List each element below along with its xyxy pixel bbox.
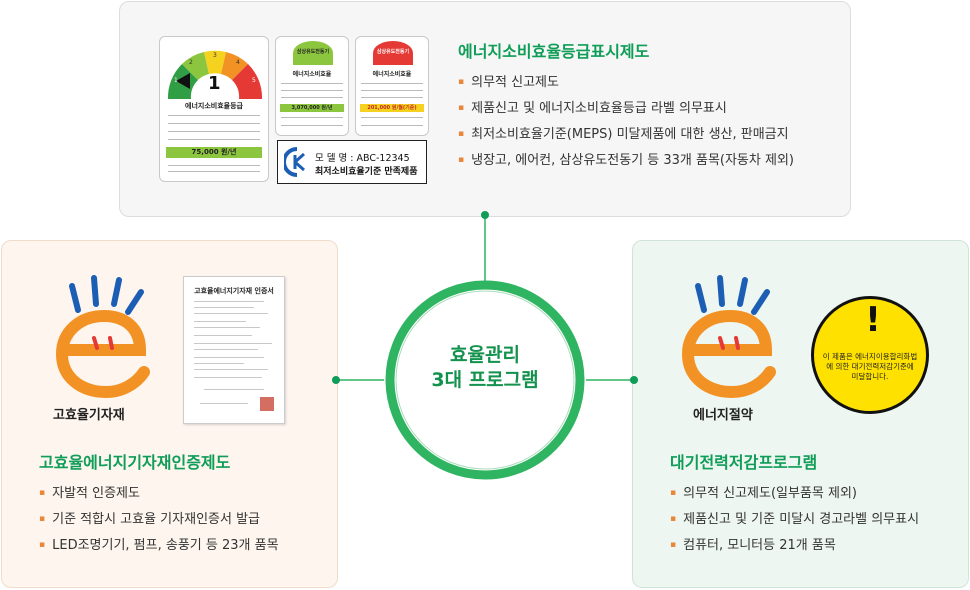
list-item: 컴퓨터, 모니터등 21개 품목 bbox=[670, 533, 919, 559]
connector-dot-left bbox=[332, 376, 340, 384]
energy-label-program-bullets: 의무적 신고제도 제품신고 및 에너지소비효율등급 라벨 의무표시 최저소비효율… bbox=[458, 70, 794, 174]
annual-cost-bar: 75,000 원/년 bbox=[166, 147, 262, 158]
high-efficiency-program-bullets: 자발적 인증제도 기준 적합시 고효율 기자재인증서 발급 LED조명기기, 펌… bbox=[39, 481, 279, 559]
list-item: 자발적 인증제도 bbox=[39, 481, 279, 507]
connector-dot-right bbox=[630, 376, 638, 384]
list-item: 기준 적합시 고효율 기자재인증서 발급 bbox=[39, 507, 279, 533]
high-efficiency-logo-icon bbox=[55, 275, 150, 399]
connector-dot-top bbox=[481, 211, 489, 219]
energy-saving-logo-icon bbox=[681, 275, 776, 399]
motor-label-green-badge: 삼상유도전동기 bbox=[296, 49, 330, 55]
warning-text: 이 제품은 에너지이용합리화법에 의한 대기전력저감기준에 미달합니다. bbox=[822, 352, 918, 381]
center-label: 효율관리 3대 프로그램 bbox=[395, 343, 575, 393]
center-label-line2: 3대 프로그램 bbox=[431, 369, 539, 391]
list-item: 의무적 신고제도 bbox=[458, 70, 794, 96]
list-item: 제품신고 및 기준 미달시 경고라벨 의무표시 bbox=[670, 507, 919, 533]
motor-label-red: 삼상유도전동기 에너지소비효율 201,000 원/월(기준) bbox=[355, 36, 429, 136]
gauge-scale-2: 2 bbox=[189, 59, 193, 66]
energy-grade-label-title: 에너지소비효율등급 bbox=[185, 102, 243, 110]
gauge-scale-1: 1 bbox=[174, 77, 178, 84]
energy-saving-logo-label: 에너지절약 bbox=[693, 408, 753, 423]
motor-label-green: 삼상유도전동기 에너지소비효율 3,070,000 원/년 bbox=[275, 36, 349, 136]
standby-power-program-title: 대기전력저감프로그램 bbox=[670, 453, 818, 472]
list-item: LED조명기기, 펌프, 송풍기 등 23개 품목 bbox=[39, 533, 278, 559]
gauge-scale-5: 5 bbox=[252, 77, 256, 84]
motor-label-red-badge: 삼상유도전동기 bbox=[376, 49, 410, 55]
motor-label-red-title: 에너지소비효율 bbox=[372, 71, 412, 78]
center-ring bbox=[385, 280, 585, 480]
certificate-seal-icon bbox=[260, 397, 274, 411]
certificate-image: 고효율에너지기자재 인증서 bbox=[183, 276, 285, 424]
list-item: 의무적 신고제도(일부품목 제외) bbox=[670, 481, 919, 507]
high-efficiency-logo-label: 고효율기자재 bbox=[53, 408, 125, 423]
warning-exclamation-icon: ! bbox=[865, 300, 881, 340]
center-label-line1: 효율관리 bbox=[450, 344, 520, 366]
high-efficiency-program-title: 고효율에너지기자재인증제도 bbox=[39, 453, 231, 472]
list-item: 제품신고 및 에너지소비효율등급 라벨 의무표시 bbox=[458, 96, 794, 122]
energy-grade-label: 1 2 3 4 5 1 에너지소비효율등급 75,000 원/년 bbox=[159, 36, 269, 182]
gauge-scale-3: 3 bbox=[213, 52, 217, 59]
warning-label bbox=[811, 296, 929, 414]
energy-label-program-title: 에너지소비효율등급표시제도 bbox=[458, 42, 650, 61]
grade-number: 1 bbox=[208, 73, 221, 94]
center-ring-inner bbox=[395, 290, 575, 470]
kc-mark-icon bbox=[284, 147, 305, 177]
certificate-title: 고효율에너지기자재 인증서 bbox=[194, 287, 274, 295]
kc-standard-text: 최저소비효율기준 만족제품 bbox=[315, 167, 418, 177]
motor-label-green-title: 에너지소비효율 bbox=[292, 71, 332, 78]
gauge-scale-4: 4 bbox=[236, 59, 240, 66]
kc-model-name: 모 델 명 : ABC-12345 bbox=[315, 153, 410, 164]
motor-label-red-value: 201,000 원/월(기준) bbox=[360, 104, 424, 112]
list-item: 냉장고, 에어컨, 삼상유도전동기 등 33개 품목(자동차 제외) bbox=[458, 148, 794, 174]
grade-gauge-icon bbox=[167, 50, 263, 99]
list-item: 최저소비효율기준(MEPS) 미달제품에 대한 생산, 판매금지 bbox=[458, 122, 794, 148]
kc-mark-box: 모 델 명 : ABC-12345 최저소비효율기준 만족제품 bbox=[277, 140, 427, 184]
standby-power-program-bullets: 의무적 신고제도(일부품목 제외) 제품신고 및 기준 미달시 경고라벨 의무표… bbox=[670, 481, 919, 559]
motor-label-green-value: 3,070,000 원/년 bbox=[280, 104, 344, 112]
